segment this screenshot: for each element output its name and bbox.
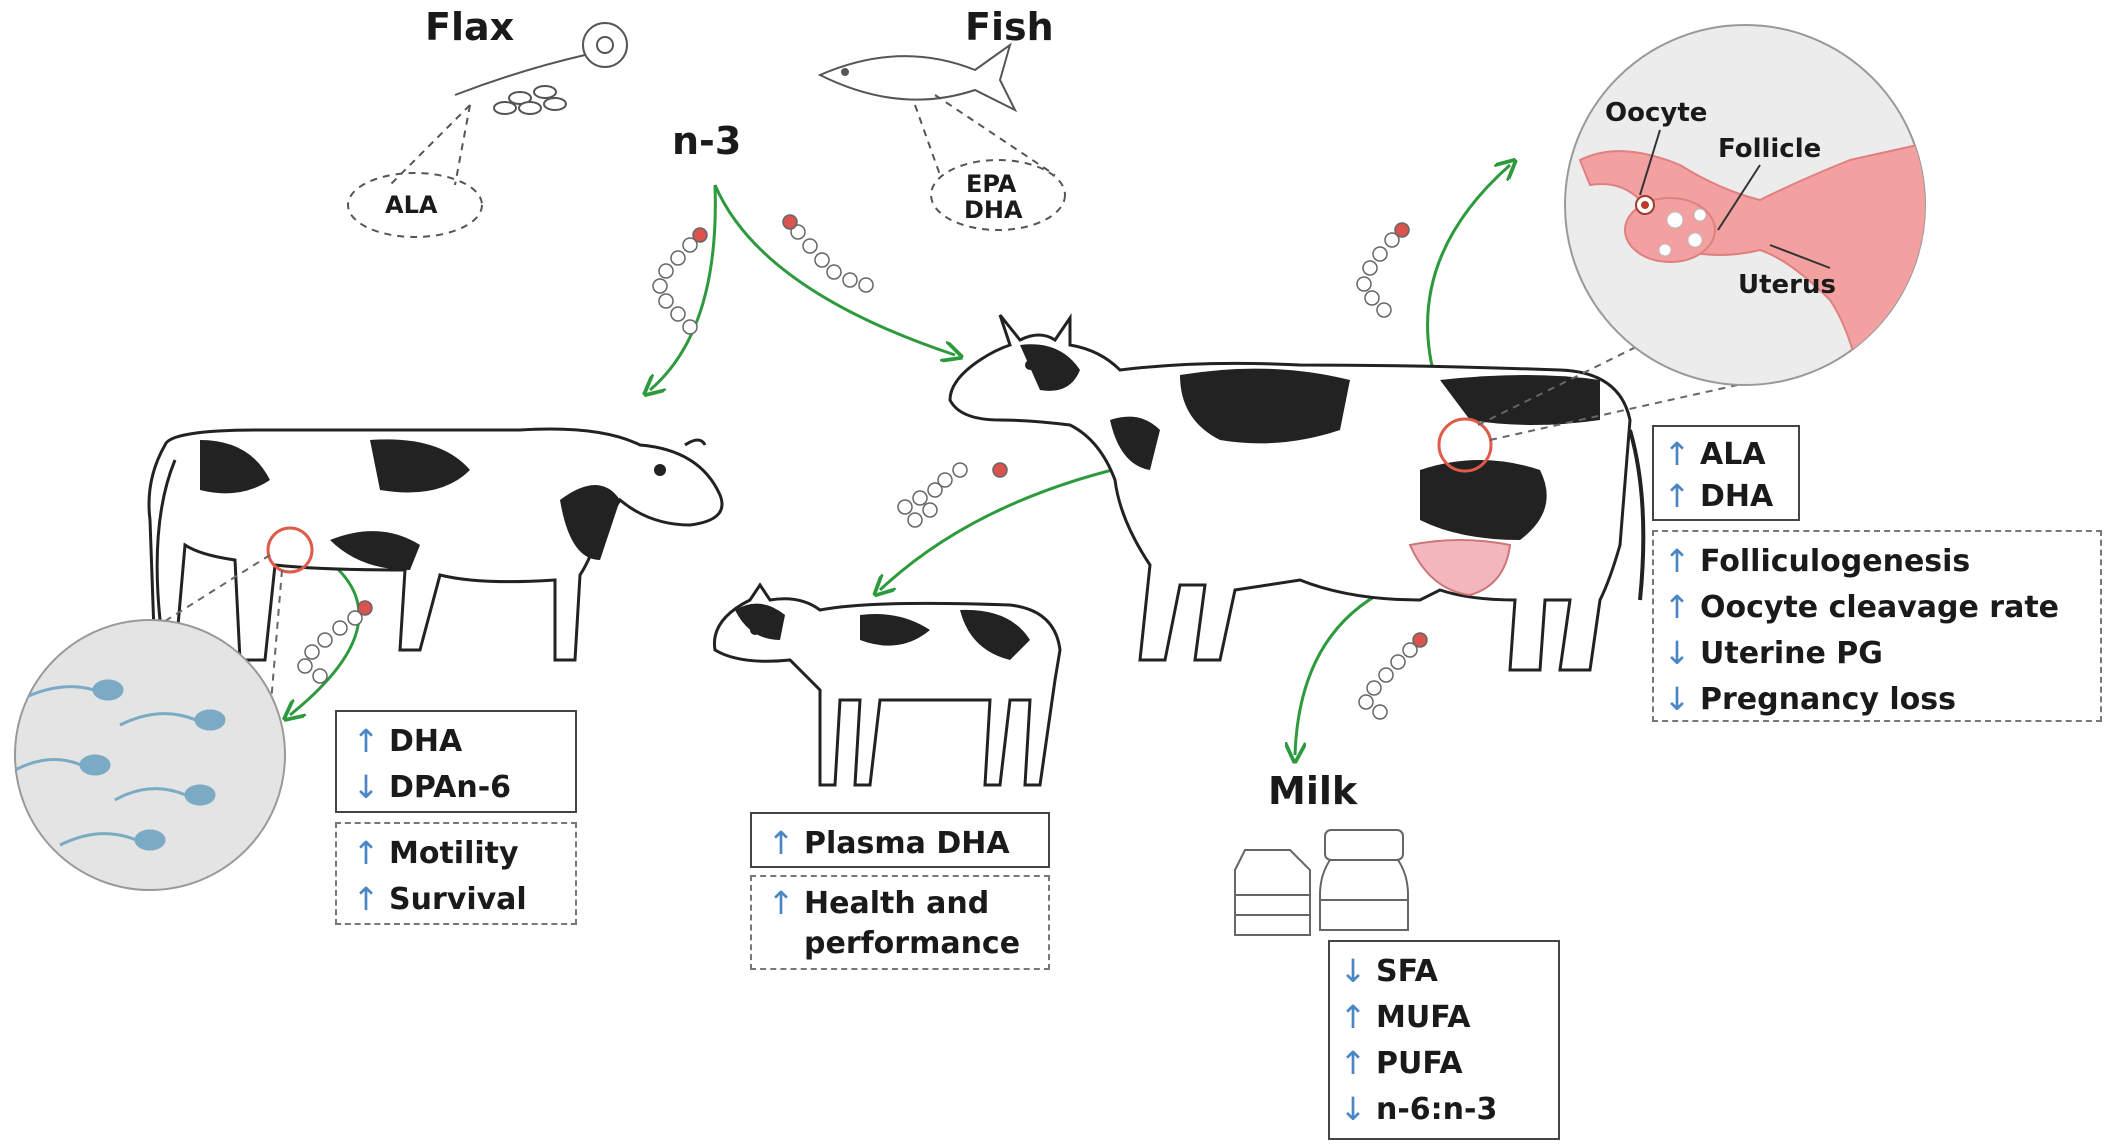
cow-effect-row: ↑Folliculogenesis bbox=[1662, 538, 2086, 584]
molecule-icon bbox=[898, 463, 1007, 527]
cow-effect-row: ↑Oocyte cleavage rate bbox=[1662, 584, 2086, 630]
milk-item-row: ↓SFA bbox=[1338, 948, 1544, 994]
calf-effect-row: performance bbox=[766, 923, 1034, 963]
bull-effects-box: ↑Motility ↑Survival bbox=[335, 822, 577, 925]
milk-item-row: ↓n-6:n-3 bbox=[1338, 1086, 1544, 1132]
calf-icon bbox=[714, 585, 1060, 785]
fish-label: Fish bbox=[965, 8, 1054, 46]
molecule-icon bbox=[1359, 633, 1427, 719]
cow-lipid-box: ↑ALA ↑DHA bbox=[1652, 425, 1800, 521]
flax-fatty-acid-label: ALA bbox=[385, 193, 437, 217]
n3-label: n-3 bbox=[672, 122, 741, 160]
calf-lipid-row: ↑Plasma DHA bbox=[766, 820, 1034, 866]
bull-effect-row: ↑Survival bbox=[351, 876, 561, 922]
milk-bottle-icon bbox=[1320, 830, 1408, 930]
bull-lipid-row: ↑DHA bbox=[351, 718, 561, 764]
calf-lipid-box: ↑Plasma DHA bbox=[750, 812, 1050, 868]
milk-item-row: ↑PUFA bbox=[1338, 1040, 1544, 1086]
bull-icon bbox=[149, 429, 722, 660]
molecule-icon bbox=[1357, 223, 1409, 317]
bull-effect-row: ↑Motility bbox=[351, 830, 561, 876]
calf-effect-row: ↑Health and bbox=[766, 883, 1034, 923]
cow-effect-row: ↓Uterine PG bbox=[1662, 630, 2086, 676]
cow-effects-box: ↑Folliculogenesis ↑Oocyte cleavage rate … bbox=[1652, 530, 2102, 722]
cow-lipid-row: ↑DHA bbox=[1662, 475, 1784, 517]
fish-icon bbox=[820, 45, 1015, 110]
bull-lipid-row: ↓DPAn-6 bbox=[351, 764, 561, 810]
cow-icon bbox=[950, 315, 1643, 670]
fish-fatty-acid-label: EPA bbox=[966, 172, 1016, 196]
milk-carton-icon bbox=[1235, 850, 1310, 935]
oocyte-label: Oocyte bbox=[1605, 100, 1707, 126]
milk-composition-box: ↓SFA ↑MUFA ↑PUFA ↓n-6:n-3 bbox=[1328, 940, 1560, 1140]
uterus-label: Uterus bbox=[1738, 272, 1836, 298]
cow-lipid-row: ↑ALA bbox=[1662, 433, 1784, 475]
fish-fatty-acid-label: DHA bbox=[964, 198, 1023, 222]
calf-effects-box: ↑Health and performance bbox=[750, 875, 1050, 970]
milk-title: Milk bbox=[1268, 772, 1357, 810]
cow-effect-row: ↓Pregnancy loss bbox=[1662, 676, 2086, 722]
bull-lipid-box: ↑DHA ↓DPAn-6 bbox=[335, 710, 577, 813]
milk-item-row: ↑MUFA bbox=[1338, 994, 1544, 1040]
flax-label: Flax bbox=[425, 8, 514, 46]
follicle-label: Follicle bbox=[1718, 136, 1821, 162]
